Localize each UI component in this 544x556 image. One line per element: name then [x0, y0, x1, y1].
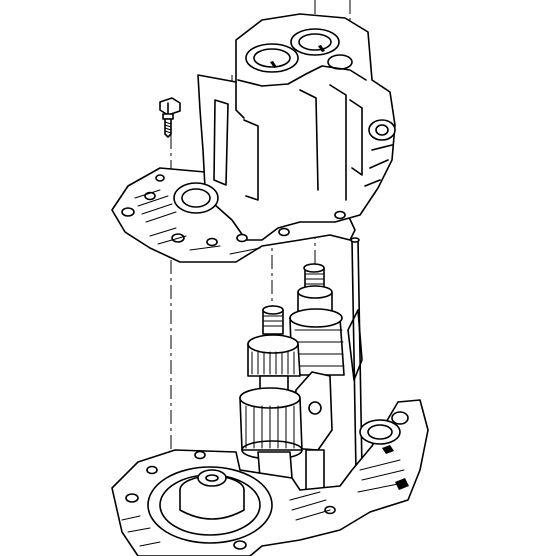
shift-rail-assembly	[348, 238, 362, 472]
output-shaft-gear-cluster	[290, 264, 344, 490]
input-shaft-gear-cluster	[240, 306, 302, 478]
transmission-case-upper	[112, 14, 395, 262]
mounting-bolt-icon	[160, 98, 180, 137]
transmission-case-lower	[112, 400, 428, 556]
